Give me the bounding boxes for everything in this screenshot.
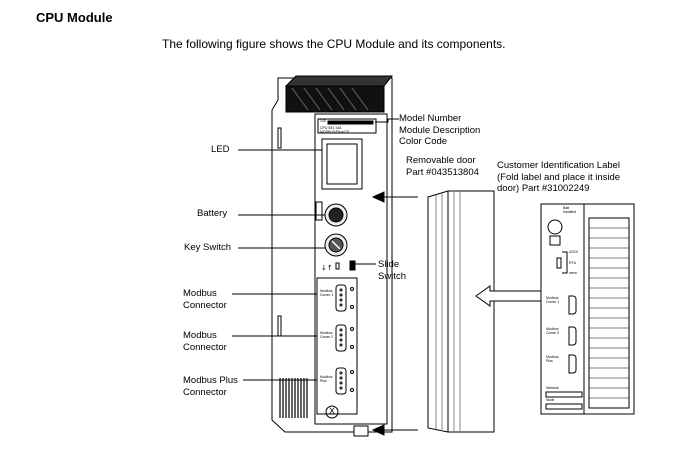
card-mem: mem [569, 271, 577, 275]
arrow-door [371, 191, 418, 203]
label-slide-switch: Slide Switch [378, 259, 406, 282]
module-desc-text: MODBUS/Plus/CP [320, 130, 349, 134]
card-rtu: RTU [569, 261, 577, 265]
slide-switch [349, 260, 356, 271]
label-customer-identification: Customer Identification Label (Fold labe… [497, 160, 621, 194]
module-front-panel [314, 113, 388, 425]
removable-door [427, 190, 495, 433]
card-node: Node [546, 398, 555, 402]
label-led: LED [211, 144, 230, 155]
label-battery: Battery [197, 208, 228, 219]
label-model-number: Model Number Module Description Color Co… [399, 113, 481, 147]
led-display [321, 138, 363, 190]
arrow-label-to-door [475, 285, 546, 307]
x-mark-text: X [329, 406, 336, 416]
section-heading: CPU Module [36, 10, 113, 25]
modbus-plus-port [335, 367, 354, 395]
svg-text:↓↑: ↓↑ [321, 264, 333, 272]
callout-model [375, 118, 399, 123]
card-ascii: ASCII [569, 250, 579, 254]
vent-grille [279, 378, 308, 418]
module-model-text: CPU 534 14A [320, 126, 342, 130]
module-top-connector [284, 75, 394, 113]
x-mark [325, 405, 339, 419]
modbus-port-1 [335, 284, 354, 312]
label-key-switch: Key Switch [184, 242, 231, 253]
card-network: Network [546, 386, 559, 390]
label-removable-door: Removable door Part #043513804 [406, 155, 479, 178]
module-top-code: 140 [320, 119, 326, 123]
intro-text: The following figure shows the CPU Modul… [162, 37, 506, 51]
modbus-port-2 [335, 324, 354, 352]
customer-label-card [540, 203, 635, 415]
arrow-bottom [371, 424, 418, 436]
